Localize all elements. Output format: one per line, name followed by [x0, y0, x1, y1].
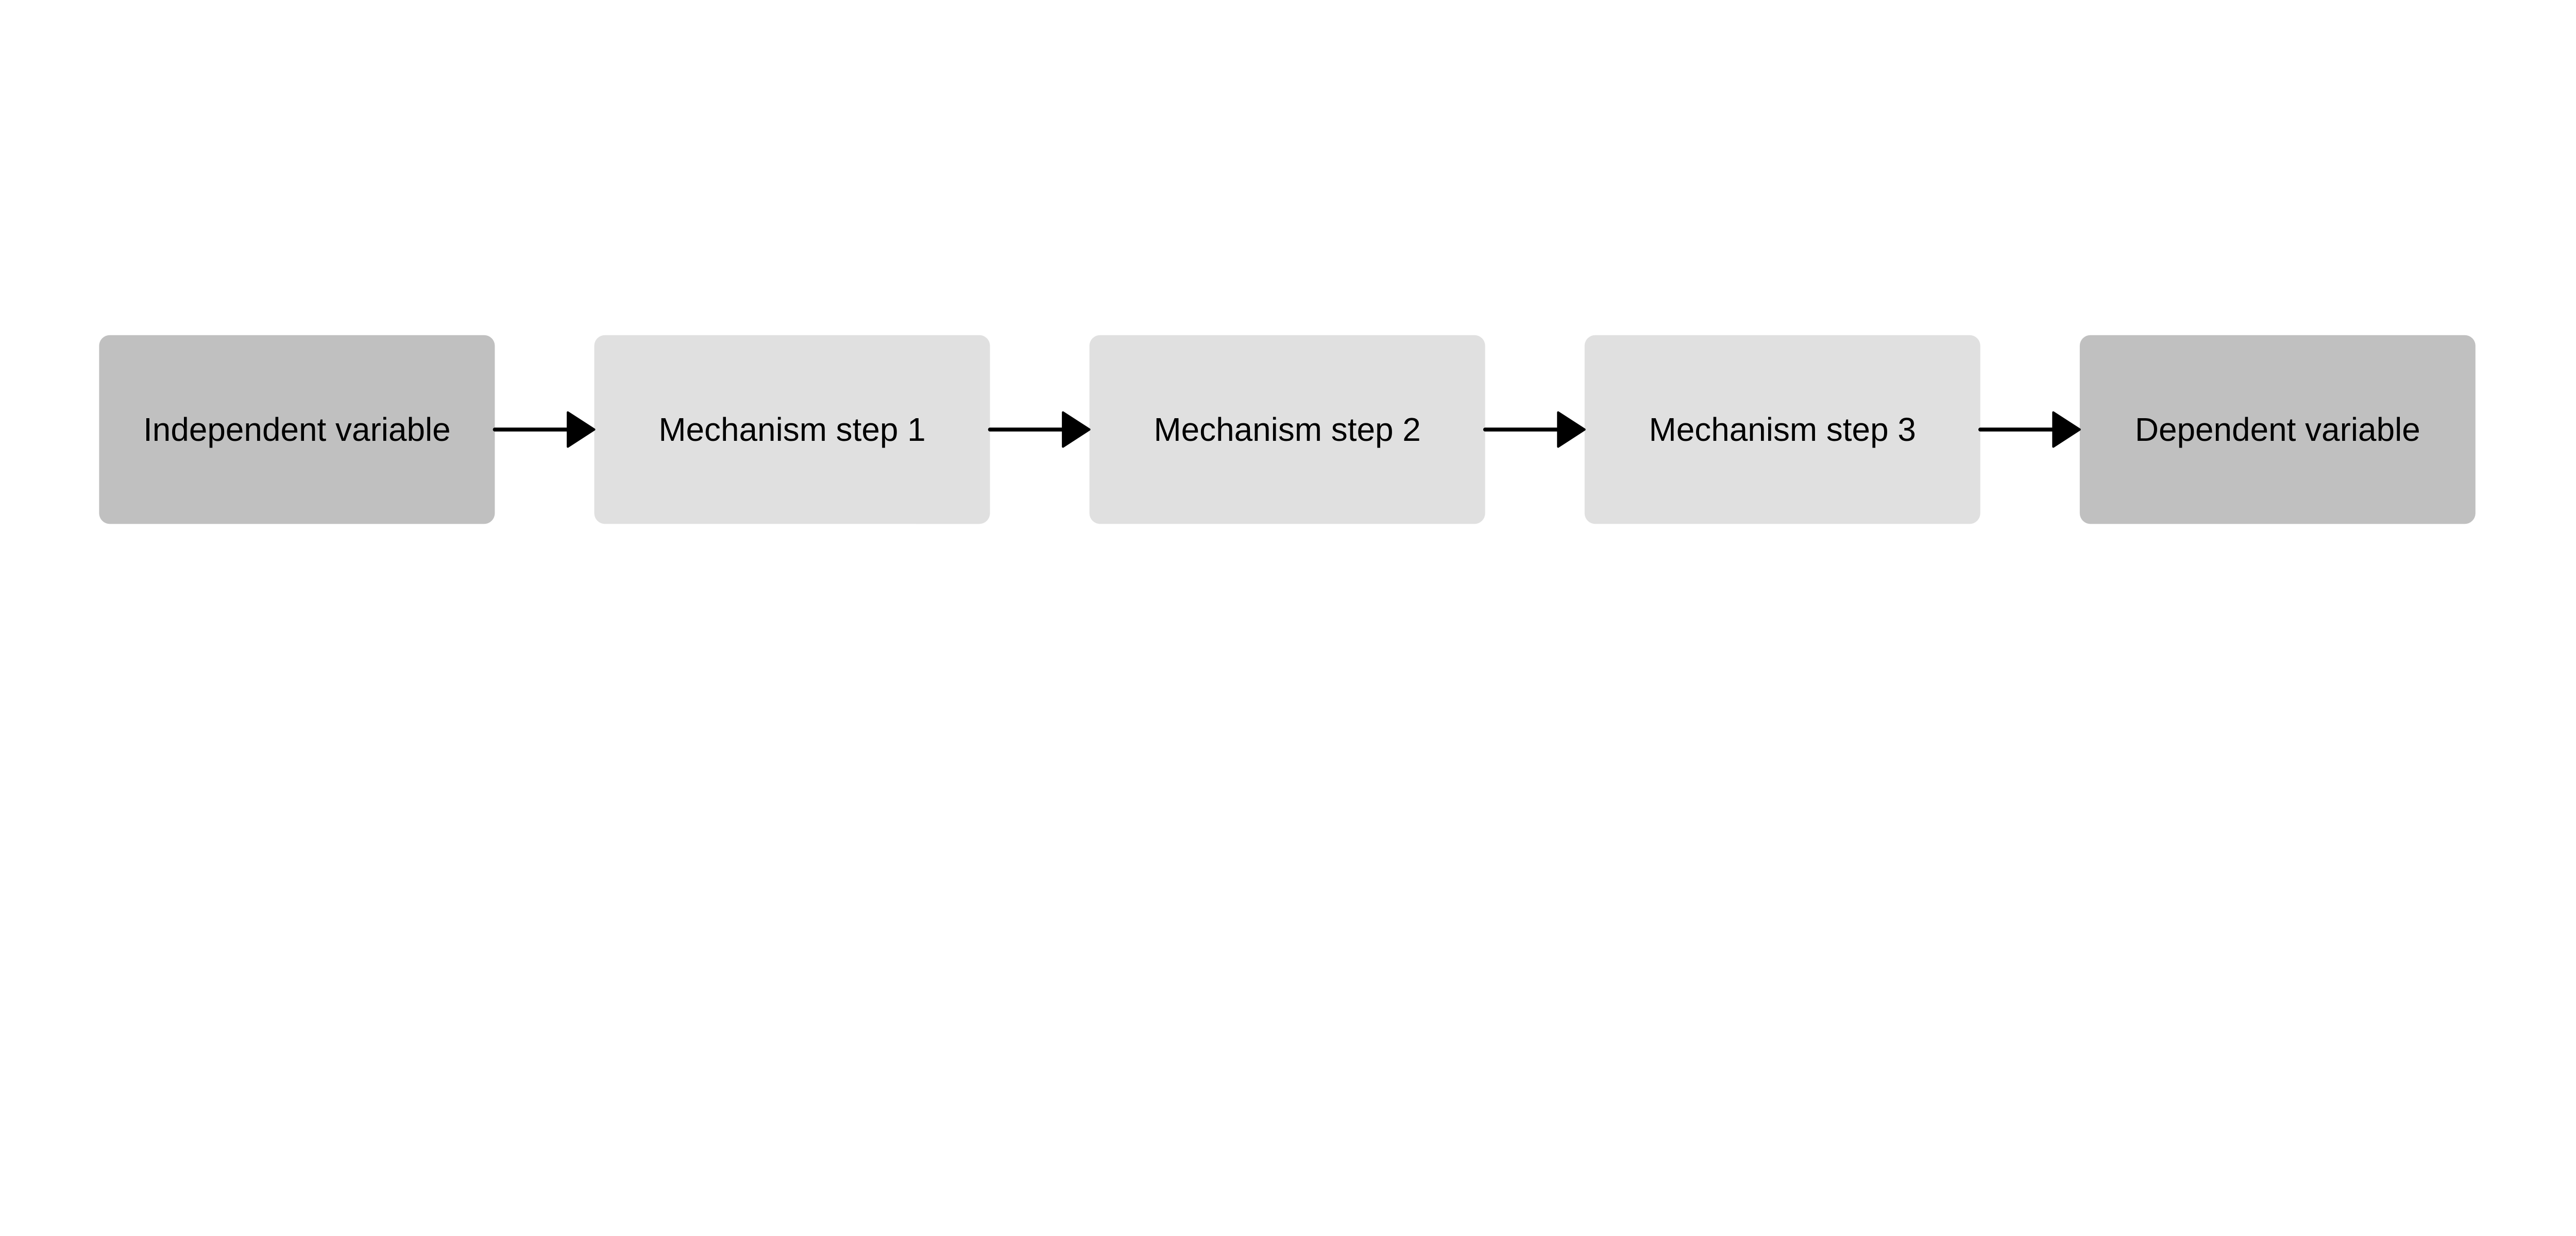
node-m3: Mechanism step 3: [1584, 335, 1980, 524]
arrowhead-icon: [2052, 411, 2081, 448]
arrow-m3-dv: [1978, 411, 2081, 448]
arrowhead-icon: [1557, 411, 1586, 448]
node-m1: Mechanism step 1: [594, 335, 990, 524]
node-dv: Dependent variable: [2079, 335, 2476, 524]
node-label: Independent variable: [143, 411, 451, 448]
arrow-iv-m1: [493, 411, 596, 448]
arrowhead-icon: [567, 411, 596, 448]
node-box: [99, 335, 495, 524]
arrowhead-icon: [1062, 411, 1091, 448]
node-box: [2079, 335, 2476, 524]
arrow-m1-m2: [988, 411, 1091, 448]
node-box: [1089, 335, 1485, 524]
node-m2: Mechanism step 2: [1089, 335, 1485, 524]
node-label: Mechanism step 3: [1649, 411, 1916, 448]
node-label: Mechanism step 2: [1154, 411, 1420, 448]
diagram-canvas: Independent variable Mechanism step 1 Mech…: [99, 335, 2476, 524]
arrow-m2-m3: [1483, 411, 1586, 448]
node-label: Mechanism step 1: [658, 411, 925, 448]
node-box: [594, 335, 990, 524]
node-iv: Independent variable: [99, 335, 495, 524]
node-box: [1584, 335, 1980, 524]
node-label: Dependent variable: [2135, 411, 2420, 448]
